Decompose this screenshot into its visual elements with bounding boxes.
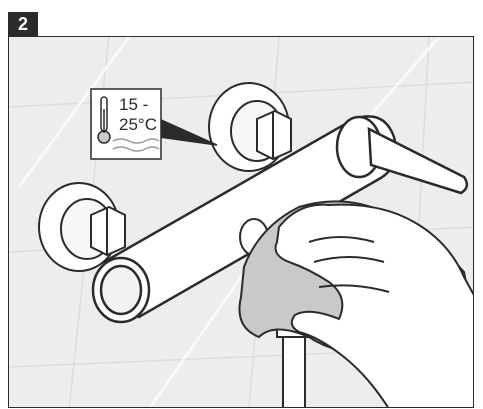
temperature-callout [90, 88, 218, 160]
temperature-line-1: 15 - [119, 95, 149, 114]
faucet-body [91, 115, 397, 324]
thermometer-icon [97, 96, 111, 144]
right-nut [256, 109, 292, 161]
faucet-cleaning-illustration [9, 37, 473, 407]
hand [274, 203, 473, 407]
lever-handle [335, 115, 469, 195]
left-nut [90, 205, 126, 257]
water-wave-icon [112, 138, 160, 152]
temperature-range-label: 15 - 25°C [119, 95, 157, 135]
step-number-badge: 2 [8, 12, 38, 36]
illustration-frame: 15 - 25°C [8, 36, 474, 408]
temperature-line-2: 25°C [119, 115, 157, 134]
